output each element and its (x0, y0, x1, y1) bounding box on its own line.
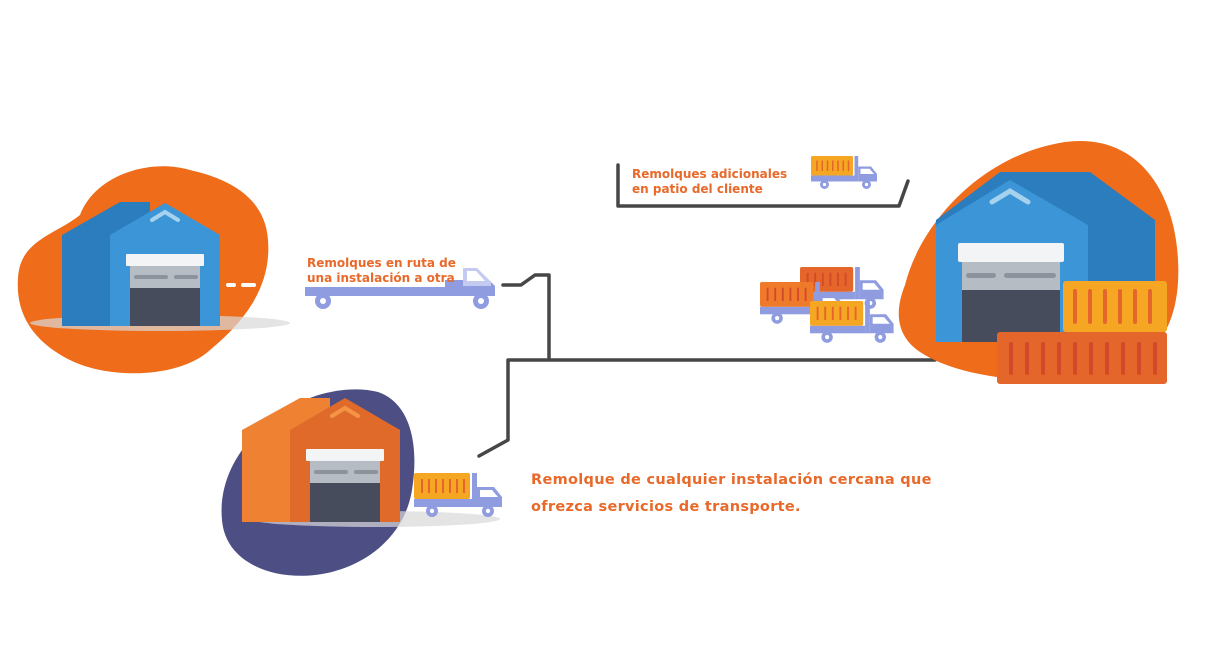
label-adicionales-line-2: en patio del cliente (632, 182, 763, 196)
container-truck-top (811, 156, 877, 189)
label-en-ruta: Remolques en ruta de una instalación a o… (307, 256, 456, 286)
label-en-ruta-line-1: Remolques en ruta de (307, 256, 456, 270)
warehouse-right (760, 140, 1179, 384)
container-truck-bottom (414, 473, 502, 517)
warehouse-orange-icon (242, 398, 400, 522)
connector-lines (477, 163, 937, 458)
connector-main (477, 358, 937, 458)
trailer-cluster (760, 267, 894, 343)
warehouse-blue-icon (62, 202, 220, 326)
label-adicionales: Remolques adicionales en patio del clien… (632, 167, 787, 197)
connector-top-right (616, 163, 910, 208)
connector-route (501, 273, 551, 361)
label-cercana: Remolque de cualquier instalación cercan… (531, 467, 932, 521)
label-cercana-line-2: ofrezca servicios de transporte. (531, 499, 801, 515)
label-en-ruta-line-2: una instalación a otra (307, 271, 455, 285)
warehouse-left (17, 166, 290, 374)
container-icon (997, 281, 1167, 384)
warehouse-bottom (221, 389, 502, 576)
label-cercana-line-1: Remolque de cualquier instalación cercan… (531, 472, 932, 488)
label-adicionales-line-1: Remolques adicionales (632, 167, 788, 181)
